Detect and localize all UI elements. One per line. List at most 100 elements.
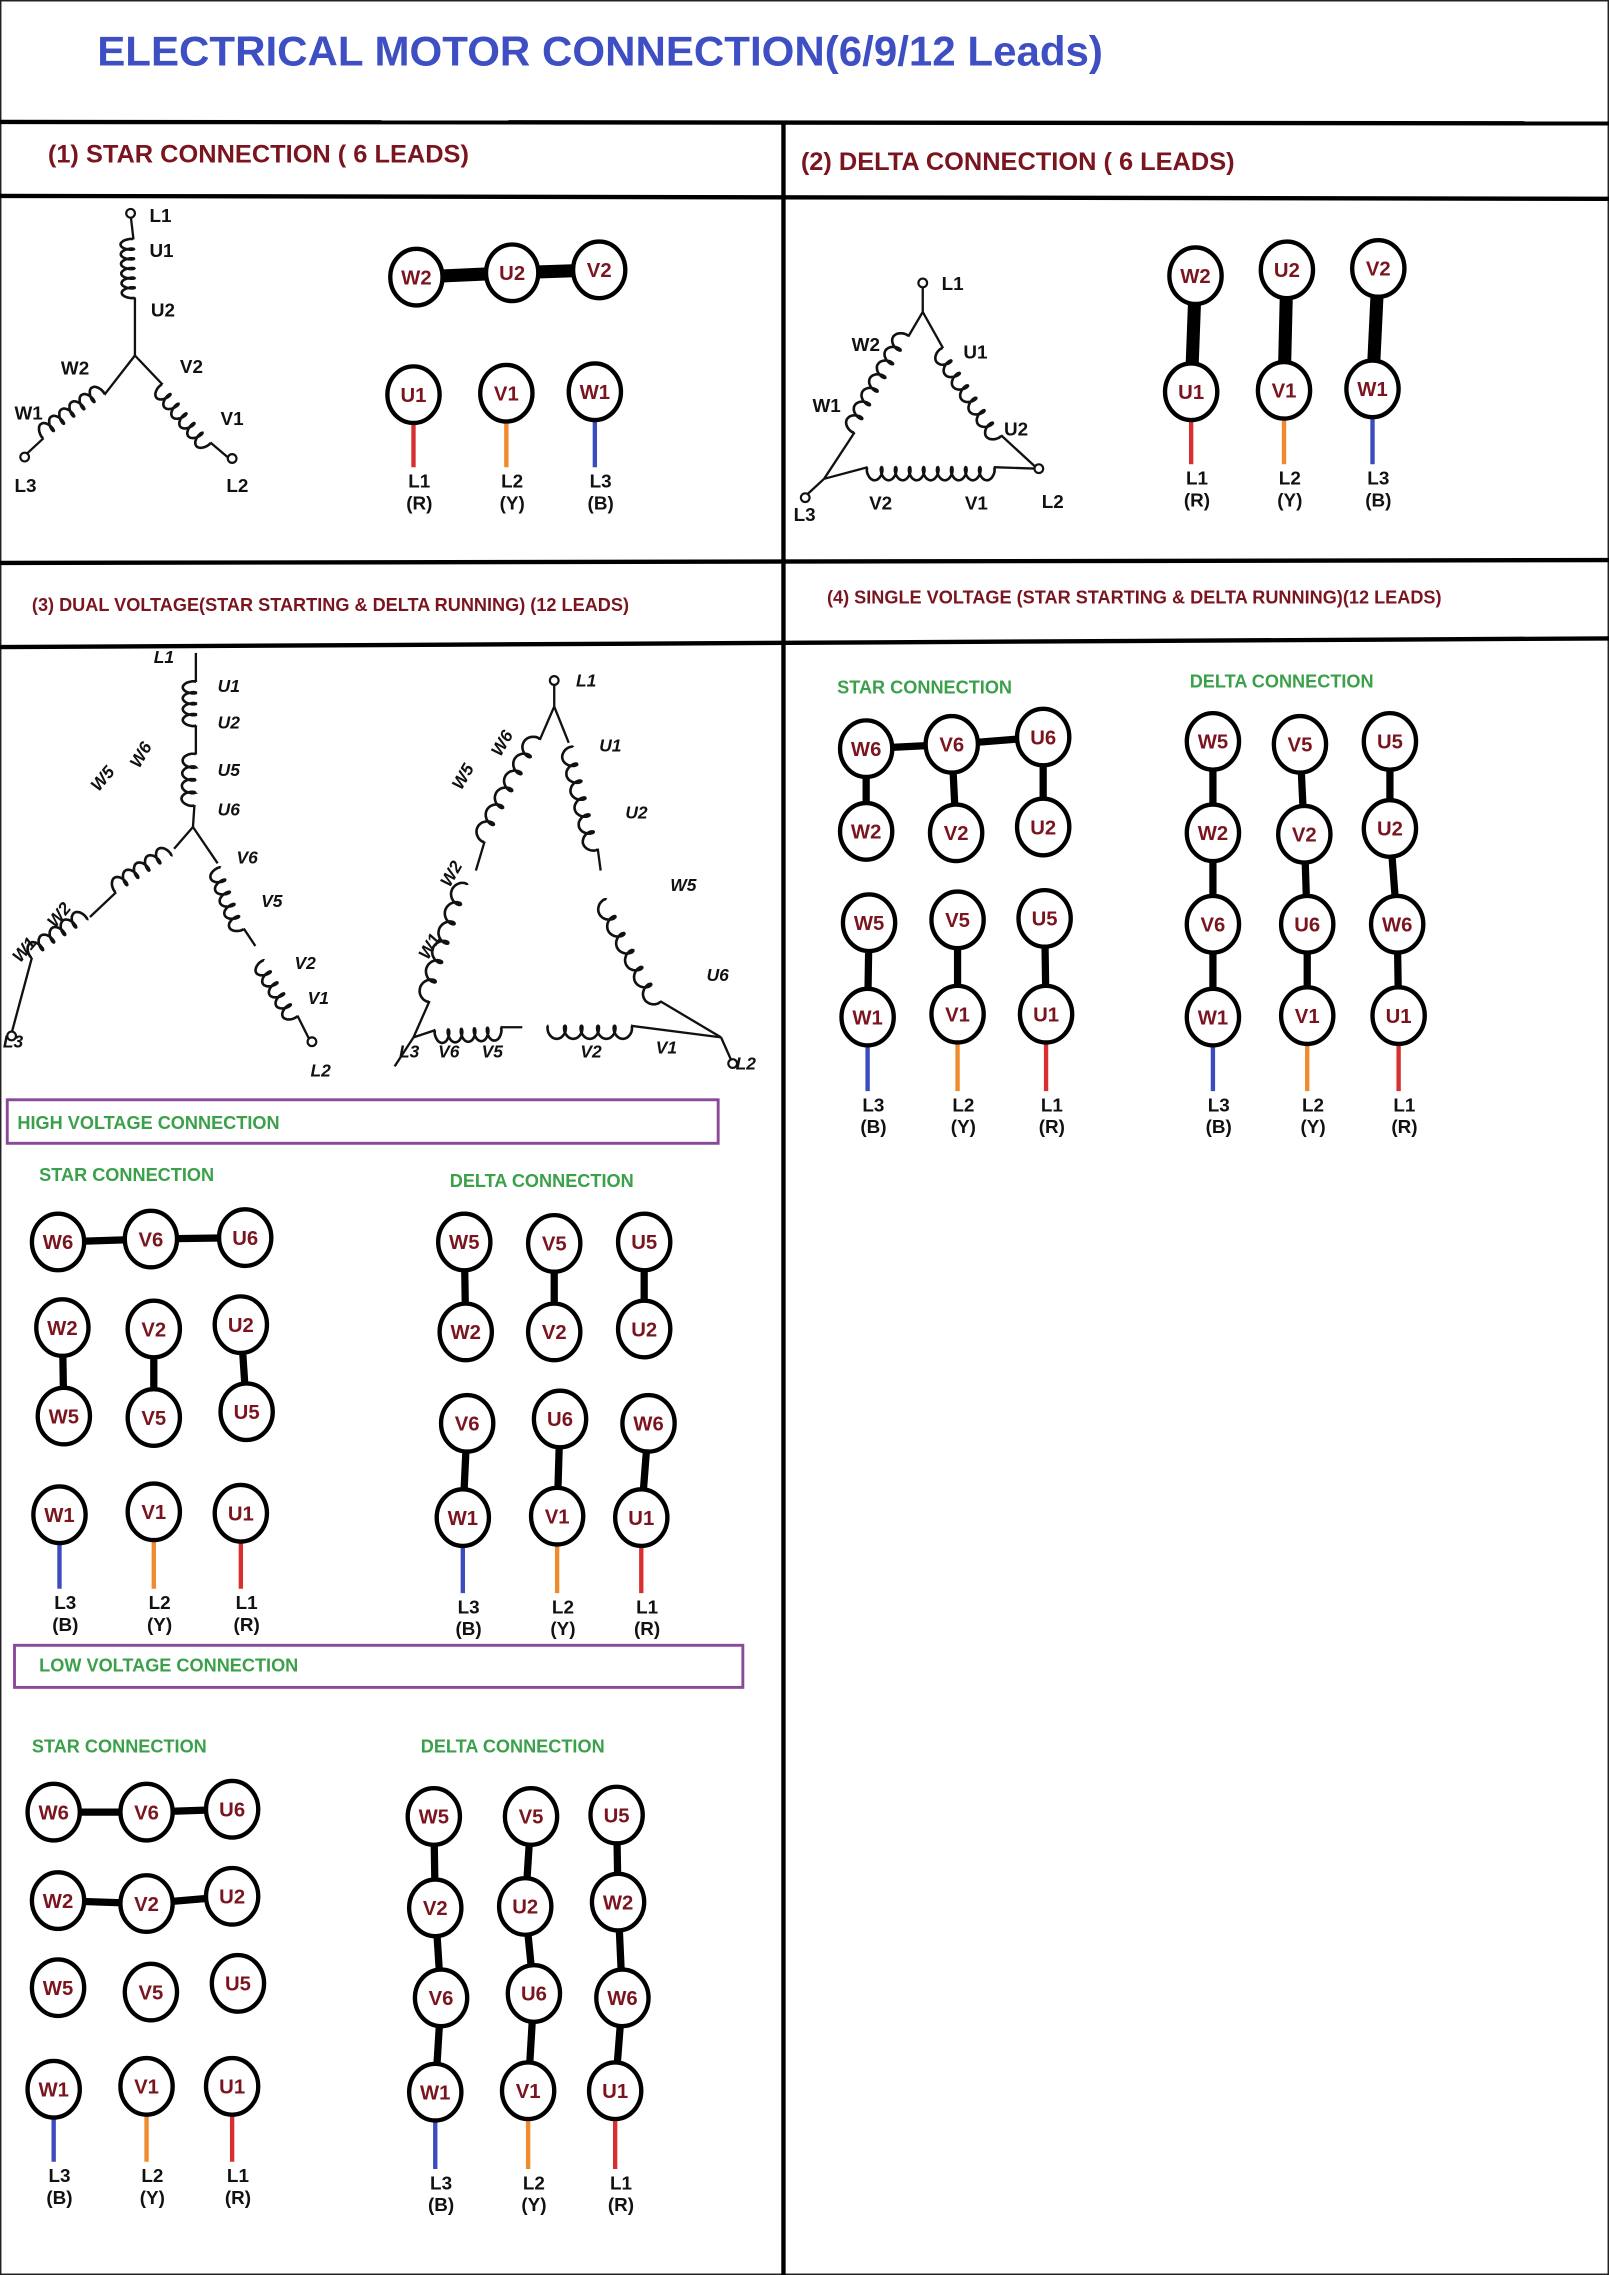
- line-label: L2: [1302, 1094, 1324, 1115]
- winding-label: U2: [218, 712, 241, 732]
- terminal-W6: W6: [620, 1392, 677, 1454]
- terminal-V6: V6: [923, 713, 981, 775]
- terminal-circle: [496, 1875, 554, 1937]
- terminal-U5: U5: [1361, 710, 1419, 772]
- terminal-W5: W5: [1184, 710, 1242, 772]
- terminal-circle: [1162, 361, 1220, 423]
- board-heading: DELTA CONNECTION: [421, 1737, 605, 1757]
- terminal-W6: W6: [837, 718, 895, 780]
- lead-end-icon: [1033, 463, 1045, 475]
- terminal-W6: W6: [594, 1967, 651, 2029]
- terminal-circle: [502, 1786, 560, 1847]
- terminal-U1: U1: [203, 2055, 261, 2117]
- terminal-circle: [216, 1207, 274, 1269]
- terminal-label: V6: [939, 735, 964, 757]
- terminal-circle: [929, 983, 986, 1045]
- line-label: L2: [523, 2172, 545, 2193]
- terminal-U2: U2: [615, 1298, 673, 1360]
- terminal-label: V1: [1295, 1006, 1320, 1028]
- terminal-W2: W2: [388, 246, 445, 308]
- terminal-W5: W5: [435, 1211, 493, 1273]
- terminal-W1: W1: [1344, 358, 1401, 420]
- terminal-circle: [412, 1967, 470, 2029]
- terminal-label: W5: [43, 1978, 73, 2000]
- line-label: L1: [610, 2172, 632, 2193]
- terminal-circle: [385, 364, 442, 426]
- winding-label: L3: [15, 475, 37, 496]
- line-label: L3: [54, 1592, 76, 1613]
- terminal-circle: [839, 986, 896, 1048]
- winding-label: L3: [794, 504, 816, 525]
- terminal-label: U6: [1030, 727, 1056, 749]
- terminal-label: U2: [631, 1319, 657, 1341]
- terminal-circle: [122, 1961, 180, 2023]
- terminal-circle: [125, 1481, 183, 1543]
- terminal-circle: [34, 1297, 91, 1359]
- low-voltage-label: LOW VOLTAGE CONNECTION: [39, 1655, 298, 1675]
- terminal-circle: [1370, 985, 1427, 1047]
- winding-label: W1: [15, 402, 43, 423]
- winding-label: U2: [1004, 418, 1028, 439]
- terminal-circle: [1368, 893, 1426, 955]
- terminal-V1: V1: [118, 2055, 175, 2117]
- terminal-label: U6: [219, 1800, 245, 1822]
- terminal-U1: U1: [612, 1487, 670, 1549]
- terminal-label: U2: [1030, 817, 1056, 839]
- terminal-label: U1: [602, 2081, 628, 2103]
- divider: [0, 557, 1609, 566]
- terminal-circle: [586, 2060, 644, 2122]
- line-label: L1: [408, 471, 430, 492]
- phase-label: (Y): [521, 2194, 546, 2215]
- terminal-label: V1: [516, 2081, 541, 2103]
- high-voltage-box: [5, 1098, 720, 1145]
- terminal-U2: U2: [212, 1294, 270, 1356]
- terminal-V6: V6: [1184, 893, 1242, 955]
- phase-label: (R): [234, 1614, 260, 1635]
- phase-label: (B): [428, 2194, 454, 2215]
- winding-label: W2: [61, 357, 89, 378]
- terminal-W1: W1: [434, 1487, 492, 1549]
- line-label: L3: [1208, 1094, 1230, 1115]
- terminal-label: U5: [234, 1402, 260, 1424]
- terminal-U6: U6: [216, 1207, 274, 1269]
- terminal-V2: V2: [1276, 803, 1333, 865]
- terminal-label: V1: [494, 383, 519, 405]
- terminal-W1: W1: [31, 1484, 88, 1546]
- terminal-circle: [25, 1781, 82, 1843]
- terminal-label: V1: [134, 2077, 159, 2099]
- terminal-label: W2: [851, 822, 881, 844]
- winding-label: V1: [221, 408, 244, 429]
- terminal-W5: W5: [840, 892, 898, 954]
- terminal-circle: [1344, 358, 1401, 420]
- winding-wire: [823, 431, 856, 480]
- terminal-circle: [218, 1381, 275, 1443]
- terminal-label: V5: [1288, 735, 1313, 757]
- winding-label: L2: [310, 1061, 331, 1081]
- terminal-label: U1: [219, 2077, 245, 2099]
- lead-end-icon: [548, 675, 560, 686]
- terminal-circle: [1184, 986, 1242, 1048]
- divider: [0, 119, 1609, 126]
- phase-label: (Y): [147, 1614, 172, 1635]
- terminal-label: V2: [542, 1322, 567, 1344]
- winding-label: V2: [869, 492, 892, 513]
- winding-wire: [412, 1000, 431, 1038]
- section-4-title: (4) SINGLE VOLTAGE (STAR STARTING & DELT…: [827, 588, 1442, 608]
- high-voltage-label: HIGH VOLTAGE CONNECTION: [17, 1113, 279, 1133]
- terminal-W5: W5: [29, 1957, 87, 2019]
- terminal-circle: [478, 362, 535, 424]
- terminal-U1: U1: [1370, 985, 1427, 1047]
- terminal-label: U6: [232, 1228, 258, 1250]
- terminal-circle: [1258, 239, 1316, 301]
- phase-label: (Y): [1300, 1116, 1325, 1137]
- winding-label: V1: [656, 1037, 677, 1057]
- line-label: L3: [48, 2165, 70, 2186]
- terminal-V1: V1: [1278, 985, 1336, 1047]
- winding-label: U1: [599, 736, 621, 756]
- terminal-U5: U5: [218, 1381, 275, 1443]
- phase-label: (B): [1206, 1116, 1232, 1137]
